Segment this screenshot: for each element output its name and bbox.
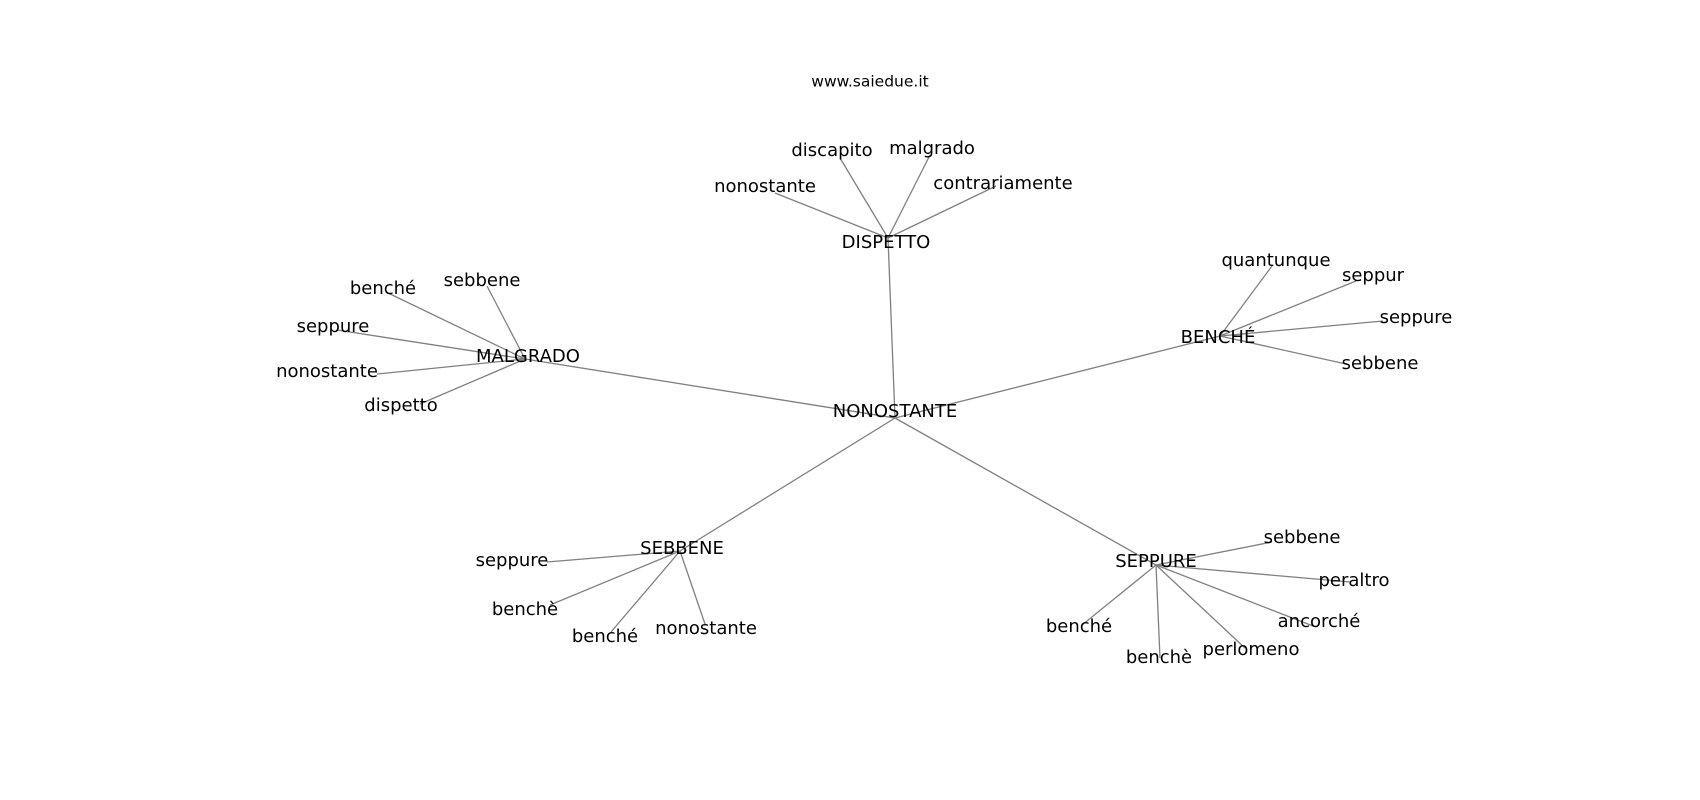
leaf-node-seppure-1: peraltro xyxy=(1318,570,1389,591)
edge-dispetto-to-child-0 xyxy=(839,157,889,239)
hub-node-malgrado: MALGRADO xyxy=(476,346,580,367)
edge-malgrado-to-child-4 xyxy=(419,358,526,405)
leaf-node-sebbene-3: nonostante xyxy=(655,618,757,639)
leaf-node-seppure-2: ancorché xyxy=(1278,611,1361,632)
leaf-node-seppure-4: benchè xyxy=(1126,647,1192,668)
leaf-node-dispetto-0: discapito xyxy=(791,140,872,161)
leaf-node-benche-2: seppure xyxy=(1380,307,1453,328)
edge-root-to-seppure xyxy=(894,417,1157,566)
leaf-node-dispetto-3: contrariamente xyxy=(933,173,1072,194)
leaf-node-malgrado-4: dispetto xyxy=(364,395,437,416)
leaf-node-benche-3: sebbene xyxy=(1342,353,1419,374)
edge-benche-to-child-2 xyxy=(1219,320,1384,337)
edge-sebbene-to-child-0 xyxy=(546,550,681,563)
edge-root-to-benche xyxy=(894,335,1221,419)
edge-dispetto-to-child-2 xyxy=(774,192,889,239)
edge-sebbene-to-child-3 xyxy=(679,550,706,625)
edges-layer xyxy=(336,154,1384,659)
edge-seppure-to-child-4 xyxy=(1155,564,1161,659)
edge-malgrado-to-child-0 xyxy=(486,285,526,360)
edge-malgrado-to-child-3 xyxy=(376,358,526,375)
edge-seppure-to-child-1 xyxy=(1155,564,1351,583)
leaf-node-seppure-5: benché xyxy=(1046,616,1112,637)
leaf-node-malgrado-1: benché xyxy=(350,278,416,299)
leaf-node-dispetto-2: nonostante xyxy=(714,176,816,197)
hub-node-dispetto: DISPETTO xyxy=(842,232,931,253)
edge-malgrado-to-child-1 xyxy=(385,291,526,360)
leaf-node-malgrado-3: nonostante xyxy=(276,361,378,382)
edge-malgrado-to-child-2 xyxy=(336,329,526,360)
leaf-node-malgrado-2: seppure xyxy=(297,316,370,337)
root-node: NONOSTANTE xyxy=(833,401,957,422)
leaf-node-malgrado-0: sebbene xyxy=(444,270,521,291)
edge-dispetto-to-child-3 xyxy=(887,185,997,239)
leaf-node-sebbene-1: benchè xyxy=(492,599,558,620)
leaf-node-dispetto-1: malgrado xyxy=(889,138,975,159)
leaf-node-benche-0: quantunque xyxy=(1221,250,1330,271)
edge-root-to-malgrado xyxy=(524,358,896,419)
hub-node-benche: BENCHÉ xyxy=(1181,326,1256,348)
leaf-node-sebbene-2: benché xyxy=(572,626,638,647)
leaf-node-seppure-0: sebbene xyxy=(1264,527,1341,548)
site-title: www.saiedue.it xyxy=(811,73,928,91)
leaf-node-sebbene-0: seppure xyxy=(476,550,549,571)
edge-seppure-to-child-0 xyxy=(1155,541,1273,566)
edge-sebbene-to-child-2 xyxy=(610,550,681,633)
edge-seppure-to-child-3 xyxy=(1155,564,1246,649)
leaf-node-benche-1: seppur xyxy=(1342,265,1405,286)
edge-benche-to-child-0 xyxy=(1219,265,1273,337)
edge-benche-to-child-3 xyxy=(1219,335,1347,365)
edge-seppure-to-child-2 xyxy=(1155,564,1314,627)
edge-sebbene-to-child-1 xyxy=(549,550,681,606)
edge-dispetto-to-child-1 xyxy=(887,154,931,239)
edge-root-to-dispetto xyxy=(887,237,896,419)
edge-root-to-sebbene xyxy=(679,417,896,552)
labels-layer: discapito malgrado nonostante contrariament… xyxy=(276,138,1452,668)
hub-node-sebbene: SEBBENE xyxy=(640,538,724,559)
edge-benche-to-child-1 xyxy=(1219,280,1357,337)
hub-node-seppure: SEPPURE xyxy=(1115,551,1197,572)
edge-seppure-to-child-5 xyxy=(1081,564,1157,626)
leaf-node-seppure-3: perlomeno xyxy=(1203,639,1300,660)
